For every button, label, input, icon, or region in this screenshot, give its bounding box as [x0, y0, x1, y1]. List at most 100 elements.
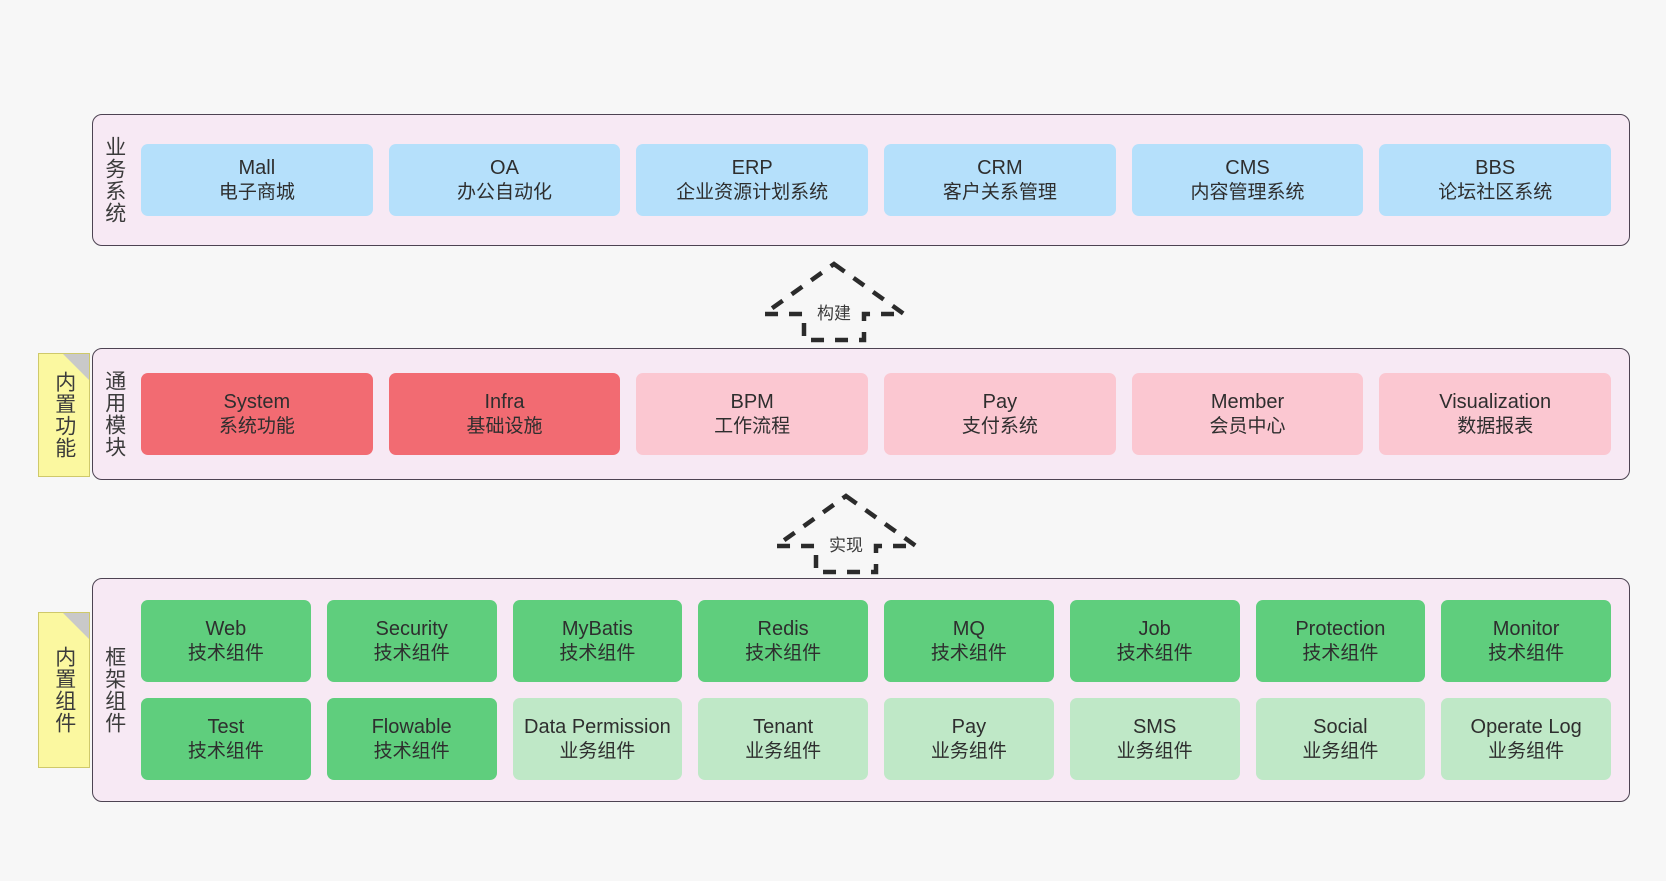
node-security[interactable]: Security 技术组件 — [326, 600, 497, 682]
node-subtitle: 办公自动化 — [457, 181, 553, 203]
node-title: Social — [1313, 716, 1368, 739]
layer-title-modules: 通用模块 — [102, 370, 126, 458]
node-subtitle: 技术组件 — [559, 642, 636, 664]
node-visualization[interactable]: Visualization 数据报表 — [1379, 373, 1612, 455]
node-subtitle: 业务组件 — [745, 740, 822, 762]
node-mall[interactable]: Mall 电子商城 — [141, 144, 373, 216]
arrow-build: 构建 — [756, 258, 912, 346]
node-system[interactable]: System 系统功能 — [141, 373, 373, 455]
dashed-hollow-arrow-up-icon — [768, 493, 924, 575]
node-oa[interactable]: OA 办公自动化 — [388, 144, 621, 216]
node-redis[interactable]: Redis 技术组件 — [698, 600, 868, 682]
node-job[interactable]: Job 技术组件 — [1069, 600, 1240, 682]
layer-body-modules: System 系统功能 Infra 基础设施 BPM 工作流程 Pay 支付系统… — [135, 349, 1629, 479]
node-title: Tenant — [753, 716, 814, 739]
layer-common-modules: 通用模块 System 系统功能 Infra 基础设施 BPM 工作流程 Pay… — [92, 348, 1630, 480]
node-title: MQ — [952, 618, 985, 641]
node-title: BBS — [1475, 157, 1516, 180]
node-title: Infra — [484, 391, 525, 414]
node-bpm[interactable]: BPM 工作流程 — [636, 373, 869, 455]
node-member[interactable]: Member 会员中心 — [1131, 373, 1364, 455]
node-subtitle: 技术组件 — [373, 642, 450, 664]
note-fold-icon — [63, 613, 89, 639]
node-title: Mall — [238, 157, 276, 180]
node-title: Protection — [1295, 618, 1386, 641]
node-title: Flowable — [371, 716, 452, 739]
layer-row: Test 技术组件 Flowable 技术组件 Data Permission … — [141, 698, 1611, 780]
node-title: Pay — [951, 716, 987, 739]
node-subtitle: 工作流程 — [714, 415, 791, 437]
node-title: Operate Log — [1470, 716, 1582, 739]
layer-row: Web 技术组件 Security 技术组件 MyBatis 技术组件 Redi… — [141, 600, 1611, 682]
node-title: Data Permission — [524, 716, 671, 739]
node-mybatis[interactable]: MyBatis 技术组件 — [512, 600, 683, 682]
node-title: Visualization — [1439, 391, 1552, 414]
node-title: Security — [375, 618, 448, 641]
layer-row: System 系统功能 Infra 基础设施 BPM 工作流程 Pay 支付系统… — [141, 373, 1612, 455]
layer-framework-components: 框架组件 Web 技术组件 Security 技术组件 MyBatis 技术组件… — [92, 578, 1630, 802]
node-subtitle: 业务组件 — [930, 740, 1007, 762]
node-title: Test — [207, 716, 245, 739]
node-subtitle: 技术组件 — [745, 642, 822, 664]
node-flowable[interactable]: Flowable 技术组件 — [326, 698, 497, 780]
node-subtitle: 技术组件 — [187, 740, 264, 762]
arrow-label-build: 构建 — [817, 304, 851, 323]
node-infra[interactable]: Infra 基础设施 — [388, 373, 621, 455]
node-monitor[interactable]: Monitor 技术组件 — [1441, 600, 1611, 682]
note-label: 内置功能 — [52, 371, 76, 459]
node-title: SMS — [1132, 716, 1177, 739]
node-erp[interactable]: ERP 企业资源计划系统 — [636, 144, 869, 216]
node-protection[interactable]: Protection 技术组件 — [1255, 600, 1426, 682]
node-sms[interactable]: SMS 业务组件 — [1069, 698, 1240, 780]
note-builtin-components: 内置组件 — [38, 612, 90, 768]
node-operate-log[interactable]: Operate Log 业务组件 — [1441, 698, 1611, 780]
node-data-permission[interactable]: Data Permission 业务组件 — [512, 698, 683, 780]
node-title: OA — [490, 157, 519, 180]
layer-business-systems: 业务系统 Mall 电子商城 OA 办公自动化 ERP 企业资源计划系统 CRM… — [92, 114, 1630, 246]
node-subtitle: 技术组件 — [1488, 642, 1565, 664]
node-social[interactable]: Social 业务组件 — [1255, 698, 1426, 780]
node-title: BPM — [730, 391, 774, 414]
node-pay-component[interactable]: Pay 业务组件 — [884, 698, 1054, 780]
node-title: ERP — [731, 157, 773, 180]
node-title: System — [223, 391, 291, 414]
node-mq[interactable]: MQ 技术组件 — [884, 600, 1054, 682]
node-subtitle: 技术组件 — [1116, 642, 1193, 664]
node-subtitle: 技术组件 — [1302, 642, 1379, 664]
node-pay-module[interactable]: Pay 支付系统 — [884, 373, 1116, 455]
node-title: MyBatis — [561, 618, 633, 641]
node-subtitle: 业务组件 — [1116, 740, 1193, 762]
node-crm[interactable]: CRM 客户关系管理 — [884, 144, 1116, 216]
node-subtitle: 业务组件 — [1488, 740, 1565, 762]
node-title: Web — [205, 618, 247, 641]
node-subtitle: 客户关系管理 — [942, 181, 1057, 203]
layer-body-framework: Web 技术组件 Security 技术组件 MyBatis 技术组件 Redi… — [135, 579, 1629, 801]
node-subtitle: 业务组件 — [559, 740, 636, 762]
note-builtin-features: 内置功能 — [38, 353, 90, 477]
layer-row: Mall 电子商城 OA 办公自动化 ERP 企业资源计划系统 CRM 客户关系… — [141, 144, 1612, 216]
node-title: Pay — [982, 391, 1018, 414]
node-subtitle: 支付系统 — [961, 415, 1038, 437]
node-subtitle: 内容管理系统 — [1190, 181, 1305, 203]
node-web[interactable]: Web 技术组件 — [141, 600, 311, 682]
node-subtitle: 会员中心 — [1209, 415, 1286, 437]
note-label: 内置组件 — [52, 646, 76, 734]
node-title: Monitor — [1492, 618, 1560, 641]
node-title: CMS — [1225, 157, 1270, 180]
node-subtitle: 业务组件 — [1302, 740, 1379, 762]
layer-title-framework: 框架组件 — [102, 646, 126, 734]
arrow-label-implement: 实现 — [829, 536, 863, 555]
node-subtitle: 数据报表 — [1457, 415, 1534, 437]
node-subtitle: 系统功能 — [218, 415, 295, 437]
node-tenant[interactable]: Tenant 业务组件 — [698, 698, 868, 780]
node-bbs[interactable]: BBS 论坛社区系统 — [1379, 144, 1612, 216]
node-subtitle: 企业资源计划系统 — [676, 181, 829, 203]
node-subtitle: 基础设施 — [466, 415, 543, 437]
node-subtitle: 技术组件 — [187, 642, 264, 664]
node-test[interactable]: Test 技术组件 — [141, 698, 311, 780]
node-title: Member — [1210, 391, 1285, 414]
dashed-hollow-arrow-up-icon — [756, 261, 912, 343]
node-cms[interactable]: CMS 内容管理系统 — [1131, 144, 1364, 216]
arrow-implement: 实现 — [768, 490, 924, 578]
